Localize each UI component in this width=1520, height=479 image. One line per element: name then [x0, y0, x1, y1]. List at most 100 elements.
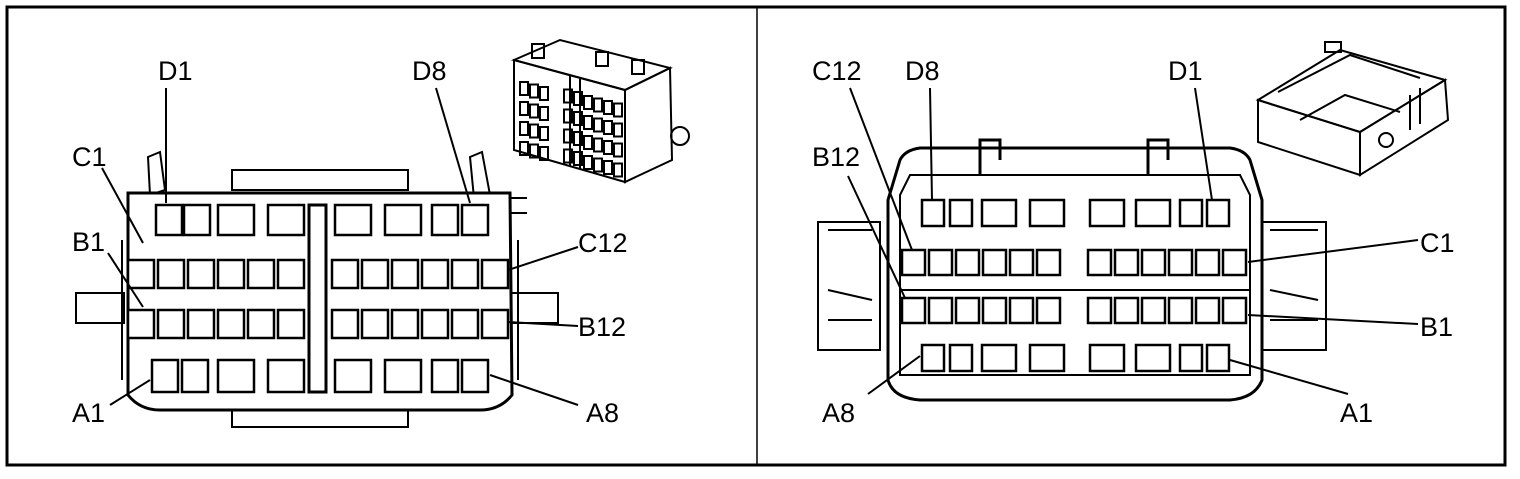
sketch-cavity [539, 146, 549, 161]
label-b12: B12 [812, 142, 860, 172]
label-a8: A8 [822, 398, 855, 428]
label-c1: C1 [1420, 228, 1455, 258]
terminal-cavity [1008, 248, 1035, 277]
sketch-cavity [563, 148, 573, 164]
right-side-clip [1261, 221, 1327, 351]
terminal-cavity [186, 308, 216, 340]
terminal-cavity [980, 343, 1018, 373]
sketch-cavity [593, 117, 603, 133]
terminal-cavity [1113, 248, 1140, 277]
terminal-cavity [216, 258, 246, 290]
leader-a8 [867, 355, 921, 395]
terminal-cavity [948, 343, 974, 373]
terminal-cavity [450, 258, 480, 290]
left-view-panel: D1 D8 C1 B1 C12 B12 A1 A8 [72, 38, 690, 428]
terminal-cavities [900, 198, 1248, 373]
leader-c1 [101, 167, 144, 244]
terminal-cavity [276, 258, 306, 290]
terminal-cavity [1028, 198, 1066, 228]
sketch-cavity [593, 97, 603, 113]
sketch-cavity [573, 131, 583, 146]
sketch-cavity [603, 120, 613, 135]
sketch-cavity [573, 151, 583, 166]
terminal-cavity [276, 308, 306, 340]
terminal-cavity [460, 358, 490, 394]
terminal-cavity [266, 203, 306, 237]
terminal-cavity [182, 203, 212, 237]
terminal-cavity [1086, 248, 1113, 277]
sketch-cavity [539, 106, 549, 121]
terminal-cavity [954, 248, 981, 277]
terminal-cavity [360, 258, 390, 290]
terminal-cavity [1035, 248, 1062, 277]
terminal-cavity [1205, 343, 1231, 373]
terminal-cavity [246, 308, 276, 340]
terminal-cavity [920, 198, 946, 228]
leader-a1 [1229, 359, 1349, 395]
right-view-panel: C12 D8 D1 B12 C1 B1 A8 A1 [812, 41, 1455, 428]
terminal-cavity [1167, 296, 1194, 325]
terminal-cavity [1028, 343, 1066, 373]
label-c12: C12 [578, 228, 628, 258]
terminal-cavity [900, 296, 927, 325]
terminal-cavity [1140, 248, 1167, 277]
sketch-cavity [519, 121, 529, 136]
sketch-cavity [613, 122, 623, 138]
left-latch [146, 150, 167, 197]
terminal-cavity [927, 296, 954, 325]
terminal-cavity [333, 358, 373, 394]
sketch-cavity [583, 95, 593, 110]
terminal-cavity [480, 258, 510, 290]
terminal-cavity [420, 258, 450, 290]
terminal-cavity [430, 203, 460, 237]
label-a8: A8 [586, 398, 619, 428]
terminal-cavity [450, 308, 480, 340]
leader-a1 [109, 379, 151, 406]
terminal-cavity [1008, 296, 1035, 325]
terminal-cavity [1194, 248, 1221, 277]
terminal-cavity [390, 308, 420, 340]
sketch-cavity [529, 123, 539, 139]
sketch-cavity [519, 141, 529, 156]
sketch-cavity [519, 101, 529, 116]
terminal-cavity [383, 358, 423, 394]
sketch-cavity [583, 115, 593, 130]
terminal-cavity [246, 258, 276, 290]
terminal-cavity [126, 258, 156, 290]
terminal-cavity [1194, 296, 1221, 325]
leader-d1 [1194, 87, 1213, 201]
terminal-cavity [981, 248, 1008, 277]
terminal-cavity [154, 203, 184, 237]
sketch-cavity [613, 142, 623, 158]
sketch-cavity [593, 137, 603, 153]
terminal-cavity [460, 203, 490, 237]
sketch-cavity [613, 102, 623, 118]
terminal-cavity [1134, 343, 1172, 373]
figure-frame [5, 5, 1507, 467]
terminal-cavity [1035, 296, 1062, 325]
label-c12: C12 [812, 56, 862, 86]
terminal-cavity [1205, 198, 1231, 228]
terminal-cavity [981, 296, 1008, 325]
terminal-cavity [150, 358, 180, 394]
sketch-cavity [563, 88, 573, 104]
terminal-cavity [1221, 296, 1248, 325]
label-b1: B1 [1420, 312, 1453, 342]
leader-b12 [847, 175, 906, 299]
sketch-cavity [529, 143, 539, 159]
sketch-cavity [603, 100, 613, 115]
sketch-cavity [529, 103, 539, 119]
label-d8: D8 [905, 56, 940, 86]
terminal-cavity [180, 358, 210, 394]
sketch-cavity [529, 83, 539, 99]
terminal-cavity [126, 308, 156, 340]
terminal-cavity [156, 258, 186, 290]
terminal-cavity [948, 198, 974, 228]
terminal-cavities [126, 203, 510, 394]
connector-isometric-sketch [510, 38, 690, 184]
terminal-cavity [216, 308, 246, 340]
terminal-cavity [360, 308, 390, 340]
terminal-cavity [333, 203, 373, 237]
label-d1: D1 [1168, 56, 1203, 86]
